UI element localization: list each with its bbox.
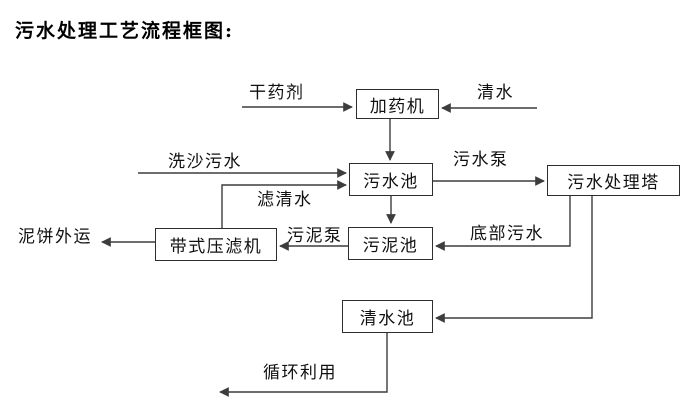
arrow-clean-water-pool-to-recycle xyxy=(219,333,388,397)
node-dosing-machine: 加药机 xyxy=(356,89,439,119)
label-clean-water-in: 清水 xyxy=(477,83,514,103)
node-clean-water-pool: 清水池 xyxy=(342,300,433,333)
arrow-filtered-water-to-sewage-pool xyxy=(221,180,347,228)
label-recycle-use: 循环利用 xyxy=(263,363,337,383)
arrow-tower-to-clean-water-pool xyxy=(435,196,593,323)
label-sewage-pump: 污水泵 xyxy=(453,150,509,170)
node-treatment-tower: 污水处理塔 xyxy=(547,165,680,196)
label-mud-cake-outbound: 泥饼外运 xyxy=(18,227,92,247)
label-sand-washing-sewage: 洗沙污水 xyxy=(168,152,242,172)
label-filtered-water: 滤清水 xyxy=(257,190,313,210)
arrow-bottom-sewage-to-sludge-pool xyxy=(435,196,571,251)
label-bottom-sewage: 底部污水 xyxy=(470,224,544,244)
label-dry-agent: 干药剂 xyxy=(249,83,305,103)
label-sludge-pump: 污泥泵 xyxy=(287,226,343,246)
node-belt-filter-press: 带式压滤机 xyxy=(155,228,277,261)
node-sewage-pool: 污水池 xyxy=(349,163,433,196)
page-title: 污水处理工艺流程框图: xyxy=(15,20,235,42)
node-sludge-pool: 污泥池 xyxy=(348,227,433,260)
